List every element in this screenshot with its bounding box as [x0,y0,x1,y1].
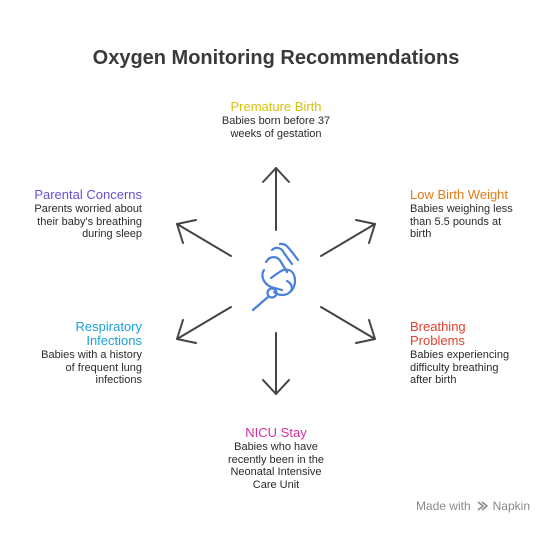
page-title: Oxygen Monitoring Recommendations [92,47,460,69]
arrow-upper-right [320,219,376,257]
item-label: Breathing Problems [410,319,466,348]
branding-name: Napkin [492,499,530,513]
item-premature-birth: Premature Birth Babies born before 37 we… [206,100,346,140]
napkin-logo-icon [477,501,488,511]
item-nicu-stay: NICU Stay Babies who have recently been … [206,426,346,491]
arrow-upper-left [176,219,232,257]
item-breathing-problems: Breathing Problems Babies experiencing d… [410,320,540,387]
item-label: Premature Birth [230,99,322,114]
item-low-birth-weight: Low Birth Weight Babies weighing less th… [410,188,540,241]
item-label: Parental Concerns [34,187,142,202]
item-desc: Babies weighing less than 5.5 pounds at … [410,203,513,240]
item-label: NICU Stay [245,425,307,440]
item-desc: Babies who have recently been in the Neo… [227,441,324,491]
item-parental-concerns: Parental Concerns Parents worried about … [12,188,142,241]
arrow-down [262,332,290,395]
arrow-up [262,167,290,231]
arrow-lower-right [320,306,376,344]
item-label: Respiratory Infections [75,319,142,348]
baby-hand-icon [251,242,300,312]
item-desc: Parents worried about their baby's breat… [34,203,142,240]
item-respiratory-infections: Respiratory Infections Babies with a his… [12,320,142,387]
item-desc: Babies experiencing difficulty breathing… [410,349,510,386]
item-desc: Babies born before 37 weeks of gestation [221,115,331,140]
napkin-branding[interactable]: Made with Napkin [416,499,530,513]
branding-prefix: Made with [415,499,471,513]
item-desc: Babies with a history of frequent lung i… [41,349,142,386]
arrow-lower-left [176,306,232,344]
item-label: Low Birth Weight [410,187,509,202]
